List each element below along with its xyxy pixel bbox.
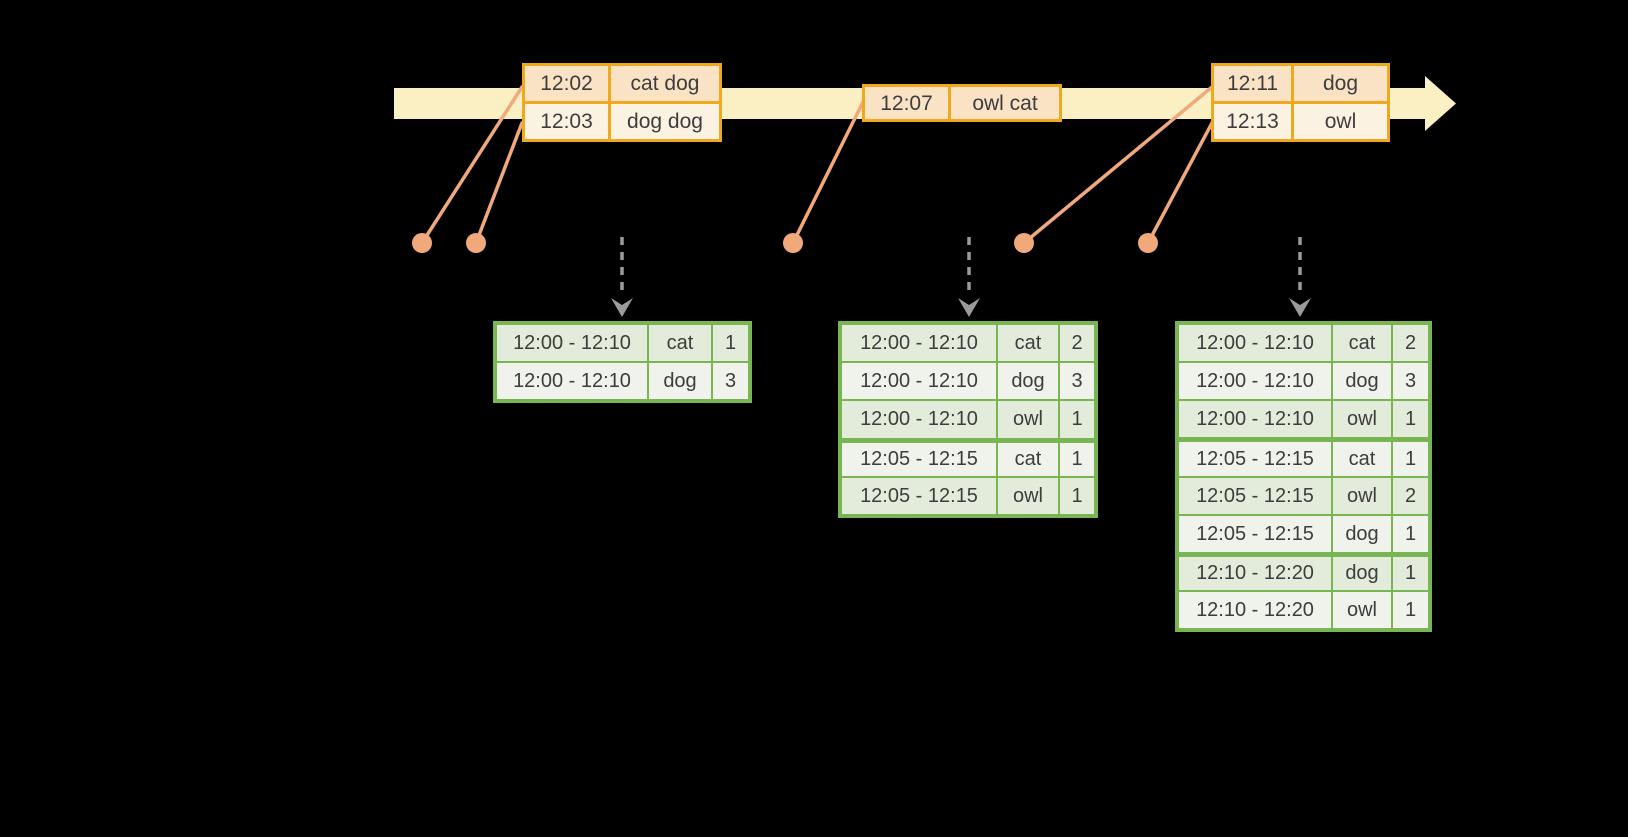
word-cell: dog [1333,515,1391,552]
result-table-3: 12:00 - 12:10 cat 2 12:00 - 12:10 dog 3 … [1175,321,1432,632]
event-words-cell: dog dog [611,104,719,139]
word-cell: dog [649,363,711,399]
word-cell: dog [998,363,1058,400]
window-cell: 12:00 - 12:10 [1179,325,1331,362]
word-cell: dog [1333,363,1391,400]
window-cell: 12:05 - 12:15 [842,477,996,514]
event-time-cell: 12:11 [1214,66,1291,101]
count-cell: 1 [1393,591,1428,628]
event-connector-line [791,100,865,245]
event-connector-line [474,121,524,245]
event-table-3: 12:11 dog 12:13 owl [1211,63,1390,142]
window-cell: 12:05 - 12:15 [842,439,996,476]
window-cell: 12:10 - 12:20 [1179,591,1331,628]
window-cell: 12:00 - 12:10 [842,363,996,400]
count-cell: 3 [1060,363,1094,400]
word-cell: owl [1333,477,1391,514]
word-cell: cat [1333,439,1391,476]
event-point-dot [1138,233,1158,253]
event-words-cell: dog [1294,66,1387,101]
count-cell: 1 [1060,401,1094,438]
event-table-2: 12:07 owl cat [862,84,1062,122]
event-connector-line [420,85,524,245]
window-cell: 12:00 - 12:10 [842,401,996,438]
count-cell: 1 [1393,439,1428,476]
window-cell: 12:00 - 12:10 [1179,363,1331,400]
window-cell: 12:00 - 12:10 [497,363,647,399]
event-time-cell: 12:13 [1214,104,1291,139]
event-connector-line [1146,121,1214,245]
window-cell: 12:10 - 12:20 [1179,553,1331,590]
event-time-cell: 12:02 [525,66,608,101]
event-words-cell: owl cat [951,87,1059,119]
count-cell: 2 [1393,325,1428,362]
word-cell: owl [998,401,1058,438]
word-cell: cat [998,325,1058,362]
timeline-arrowhead-icon [1425,76,1456,131]
word-cell: dog [1333,553,1391,590]
count-cell: 2 [1060,325,1094,362]
event-time-cell: 12:03 [525,104,608,139]
window-cell: 12:05 - 12:15 [1179,515,1331,552]
count-cell: 1 [713,325,748,361]
count-cell: 1 [1060,439,1094,476]
count-cell: 2 [1393,477,1428,514]
word-cell: owl [998,477,1058,514]
count-cell: 3 [713,363,748,399]
window-cell: 12:00 - 12:10 [497,325,647,361]
event-point-dot [412,233,432,253]
event-point-dots [412,233,1158,253]
word-cell: owl [1333,401,1391,438]
down-arrow-icon [611,298,633,317]
count-cell: 1 [1393,515,1428,552]
event-time-cell: 12:07 [865,87,948,119]
event-point-dot [466,233,486,253]
window-cell: 12:00 - 12:10 [1179,401,1331,438]
event-words-cell: owl [1294,104,1387,139]
event-connector-lines [420,85,1214,245]
event-point-dot [783,233,803,253]
count-cell: 1 [1060,477,1094,514]
event-connector-line [1022,85,1214,245]
window-cell: 12:00 - 12:10 [842,325,996,362]
window-cell: 12:05 - 12:15 [1179,439,1331,476]
word-cell: cat [1333,325,1391,362]
count-cell: 3 [1393,363,1428,400]
word-cell: cat [998,439,1058,476]
count-cell: 1 [1393,553,1428,590]
trigger-arrows [611,237,1311,317]
count-cell: 1 [1393,401,1428,438]
word-cell: cat [649,325,711,361]
event-table-1: 12:02 cat dog 12:03 dog dog [522,63,722,142]
result-table-2: 12:00 - 12:10 cat 2 12:00 - 12:10 dog 3 … [838,321,1098,518]
window-cell: 12:05 - 12:15 [1179,477,1331,514]
down-arrow-icon [1289,298,1311,317]
word-cell: owl [1333,591,1391,628]
result-table-1: 12:00 - 12:10 cat 1 12:00 - 12:10 dog 3 [493,321,752,403]
down-arrow-icon [958,298,980,317]
event-words-cell: cat dog [611,66,719,101]
event-point-dot [1014,233,1034,253]
